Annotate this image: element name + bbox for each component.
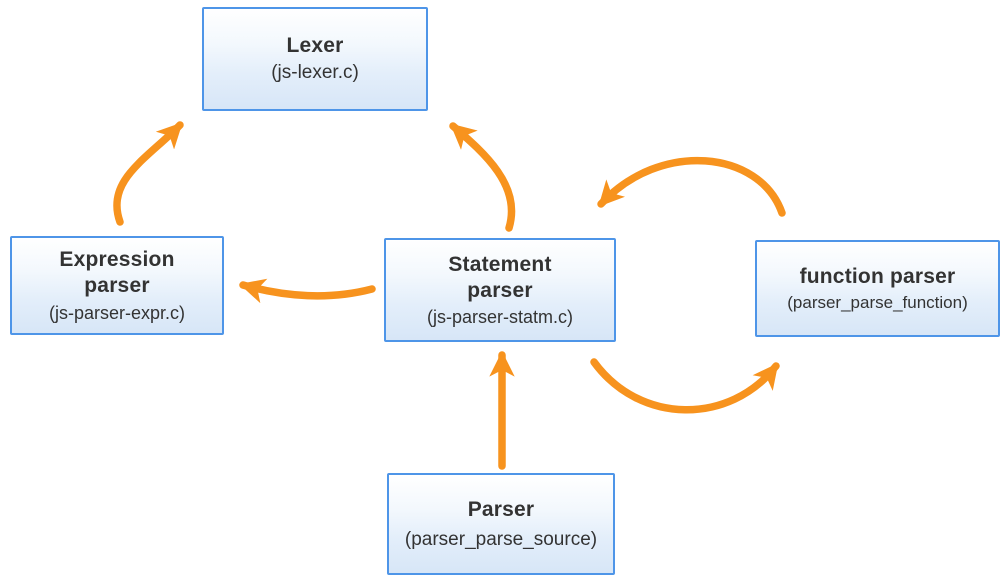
node-statement-parser-title: Statement parser [448, 252, 552, 302]
node-lexer-title: Lexer [286, 34, 344, 57]
node-statement-parser: Statement parser (js-parser-statm.c) [384, 238, 616, 342]
node-parser: Parser (parser_parse_source) [387, 473, 615, 575]
edge-statement-parser-to-expression-parser [239, 278, 376, 304]
node-function-parser: function parser (parser_parse_function) [755, 240, 1000, 337]
node-expression-parser: Expression parser (js-parser-expr.c) [10, 236, 224, 335]
node-lexer: Lexer (js-lexer.c) [202, 7, 428, 111]
edge-statement-parser-to-function-parser [590, 358, 780, 414]
edge-expression-parser-to-lexer [113, 121, 184, 226]
node-function-parser-title: function parser [799, 264, 956, 288]
node-expression-parser-title: Expression parser [59, 248, 175, 298]
node-statement-parser-subtitle: (js-parser-statm.c) [426, 307, 573, 327]
node-parser-subtitle: (parser_parse_source) [404, 528, 598, 550]
edge-function-parser-to-statement-parser [597, 156, 786, 217]
edge-statement-parser-to-lexer [449, 122, 516, 232]
node-parser-title: Parser [467, 497, 535, 521]
node-expression-parser-subtitle: (js-parser-expr.c) [48, 302, 186, 323]
node-lexer-subtitle: (js-lexer.c) [271, 62, 359, 84]
node-function-parser-subtitle: (parser_parse_function) [787, 293, 968, 312]
